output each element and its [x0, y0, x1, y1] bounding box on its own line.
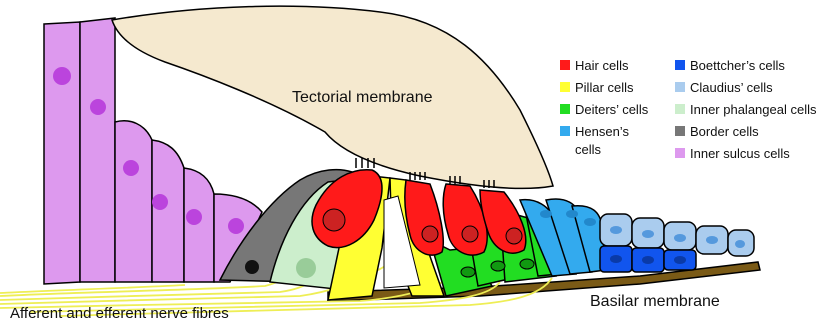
- inner-sulcus-cell: [80, 18, 115, 282]
- legend-label: Hensen’s: [575, 124, 629, 139]
- inner-hair-cell-nucleus: [323, 209, 345, 231]
- legend-label: Claudius’ cells: [690, 80, 773, 95]
- inner-sulcus-cell: [115, 121, 152, 282]
- legend-item-border-cells: Border cells: [675, 124, 759, 139]
- legend-swatch: [560, 126, 570, 136]
- basilar-membrane-label: Basilar membrane: [590, 293, 720, 310]
- legend-item-hair-cells: Hair cells: [560, 58, 629, 73]
- inner-phalangeal-nucleus: [296, 258, 316, 278]
- legend-label: Inner sulcus cells: [690, 146, 790, 161]
- legend-item-pillar-cells: Pillar cells: [560, 80, 634, 95]
- legend-label: Pillar cells: [575, 80, 634, 95]
- border-cell-nucleus: [245, 260, 259, 274]
- inner-sulcus-cell: [44, 22, 80, 284]
- legend-swatch: [560, 104, 570, 114]
- legend-label: Boettcher’s cells: [690, 58, 785, 73]
- tectorial-membrane-label: Tectorial membrane: [292, 89, 433, 106]
- legend-label: Border cells: [690, 124, 759, 139]
- legend-item-boettchers-cells: Boettcher’s cells: [675, 58, 785, 73]
- legend-swatch: [560, 60, 570, 70]
- legend-swatch: [560, 82, 570, 92]
- inner-sulcus-cell: [152, 140, 184, 282]
- legend: Hair cells Pillar cells Deiters’ cells H…: [560, 58, 817, 161]
- legend-swatch: [675, 148, 685, 158]
- legend-swatch: [675, 82, 685, 92]
- legend-label-line2: cells: [575, 142, 602, 157]
- outer-hair-cells: [405, 180, 526, 255]
- legend-swatch: [675, 126, 685, 136]
- legend-label: Deiters’ cells: [575, 102, 649, 117]
- nerve-fibres-label: Afferent and efferent nerve fibres: [10, 305, 229, 322]
- legend-label: Inner phalangeal cells: [690, 102, 817, 117]
- inner-sulcus-cell: [184, 168, 214, 282]
- legend-item-inner-sulcus-cells: Inner sulcus cells: [675, 146, 790, 161]
- legend-item-hensens-cells: Hensen’s cells: [560, 124, 629, 157]
- legend-item-claudius-cells: Claudius’ cells: [675, 80, 773, 95]
- legend-swatch: [675, 60, 685, 70]
- legend-item-deiters-cells: Deiters’ cells: [560, 102, 649, 117]
- legend-item-inner-phalangeal-cells: Inner phalangeal cells: [675, 102, 817, 117]
- legend-label: Hair cells: [575, 58, 629, 73]
- legend-swatch: [675, 104, 685, 114]
